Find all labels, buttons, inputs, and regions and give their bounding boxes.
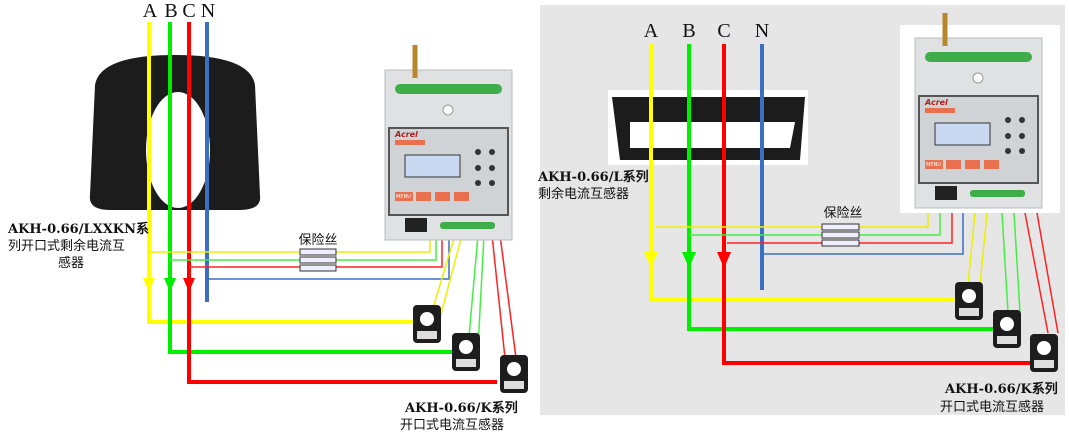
monitor-device — [915, 13, 1042, 208]
split-core-ct-b — [993, 310, 1021, 348]
wire-a — [649, 44, 962, 302]
phase-label-a: A — [143, 0, 158, 22]
residual-ct-label-2: 列开口式剩余电流互 — [8, 238, 125, 254]
device-brand: Acrel — [394, 130, 418, 139]
residual-ct-rect — [612, 97, 805, 160]
split-core-ct-b — [452, 333, 480, 371]
phase-label-a: A — [644, 20, 659, 42]
ct-label-2: 开口式电流互感器 — [400, 417, 504, 433]
wire-b — [687, 44, 1000, 331]
device-brand: Acrel — [924, 98, 948, 107]
fuse-group — [821, 223, 860, 247]
ct-label-1: AKH-0.66/K系列 — [944, 381, 1058, 397]
monitor-device — [385, 45, 512, 240]
phase-label-c: C — [717, 20, 730, 42]
left-diagram: A B C N 保险丝 Acrel MENU — [7, 0, 528, 433]
phase-label-c: C — [182, 0, 195, 22]
wire-c — [722, 44, 1035, 365]
phase-label-n: N — [201, 0, 215, 22]
ct-label-2: 开口式电流互感器 — [940, 399, 1044, 415]
fuse-label: 保险丝 — [823, 206, 862, 221]
menu-button-label: MENU — [396, 194, 411, 200]
split-core-ct-c — [500, 355, 528, 393]
wire-c — [187, 22, 497, 384]
residual-ct-label-3: 感器 — [58, 255, 84, 271]
ct-label-1: AKH-0.66/K系列 — [404, 400, 518, 416]
fuse-group — [299, 248, 337, 272]
split-core-ct-a — [413, 305, 441, 343]
menu-button-label: MENU — [926, 162, 941, 168]
residual-ct-label-1: AKH-0.66/LXXKN系 — [7, 221, 149, 237]
split-core-ct-a — [955, 282, 983, 320]
phase-label-n: N — [755, 20, 769, 42]
phase-label-b: B — [682, 20, 695, 42]
wire-b — [168, 22, 458, 354]
residual-ct-label-2: 剩余电流互感器 — [538, 186, 629, 202]
split-core-ct-c — [1030, 334, 1058, 372]
residual-ct-label-1: AKH-0.66/L系列 — [537, 169, 649, 185]
wire-a — [147, 22, 420, 324]
phase-label-b: B — [164, 0, 177, 22]
fuse-label: 保险丝 — [298, 233, 337, 248]
right-diagram: A B C N 保险丝 Acrel MENU — [537, 5, 1065, 415]
